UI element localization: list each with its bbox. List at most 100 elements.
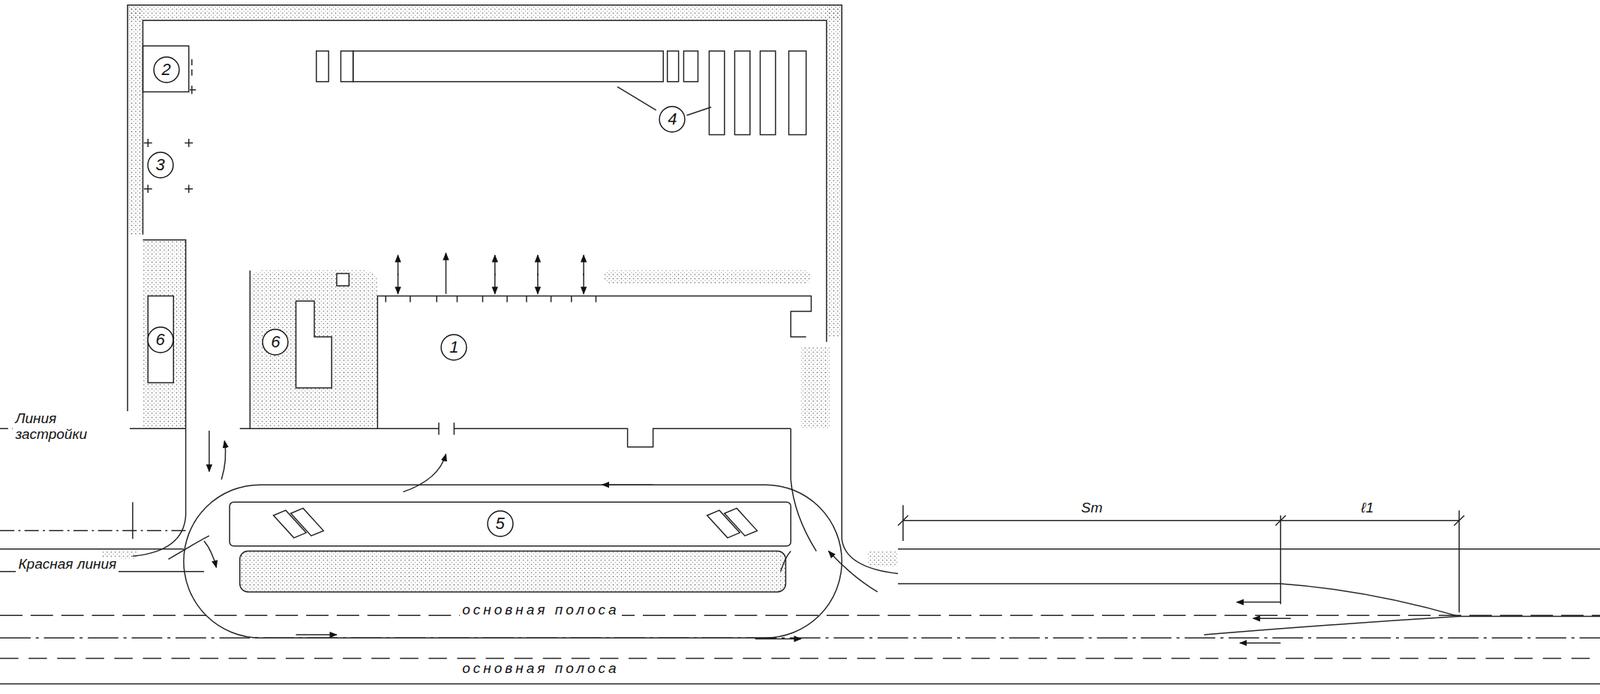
- parking-stalls: [340, 51, 353, 82]
- callout-number: 6: [155, 331, 165, 349]
- red-line: [132, 501, 904, 541]
- bus-symbol: [707, 507, 758, 538]
- greenery-band: [603, 270, 811, 284]
- greenery-band: [127, 5, 143, 235]
- service-building: [147, 273, 349, 388]
- station-building: [377, 295, 811, 429]
- dimension-line: [903, 519, 1459, 521]
- site-plan: [0, 5, 1600, 685]
- greenery-band: [249, 270, 378, 429]
- greenery-band: [867, 551, 898, 567]
- site-boundary: [790, 428, 817, 551]
- traffic-arrow: [1239, 642, 1281, 643]
- plan-label: основная полоса: [459, 602, 622, 619]
- callout-number: 4: [667, 111, 677, 128]
- parking-stalls: [789, 51, 807, 136]
- traffic-arrow: [296, 633, 337, 635]
- callout-circle: 3: [147, 151, 175, 179]
- callout-number: 2: [162, 61, 172, 79]
- parking-stalls: [316, 51, 329, 82]
- traffic-arrow: [828, 551, 878, 592]
- bus-symbol: [273, 507, 758, 538]
- street: [0, 548, 1600, 550]
- traffic-arrow: [755, 638, 802, 640]
- greenery-band: [801, 347, 830, 430]
- door-arrow: [397, 273, 399, 295]
- kiosk: [142, 45, 196, 94]
- kiosk: [142, 45, 189, 92]
- service-building: [336, 273, 349, 286]
- parking-stalls: [353, 51, 664, 82]
- parking-stalls: [759, 51, 775, 136]
- callout-number: 5: [495, 515, 505, 532]
- plan-label: Линия застройки: [12, 411, 130, 443]
- door-arrow: [582, 273, 584, 295]
- callout-number: 6: [270, 333, 280, 351]
- greenery-band: [127, 5, 842, 21]
- bus-loop: [183, 484, 842, 638]
- traffic-arrow: [1236, 601, 1281, 603]
- site-boundary: [240, 428, 792, 447]
- parking-stalls: [316, 51, 807, 136]
- parking-stalls: [734, 51, 750, 136]
- station-building: [438, 422, 454, 435]
- greenery-band: [826, 5, 842, 337]
- street: [0, 615, 1600, 616]
- kiosk: [189, 59, 196, 94]
- door-arrow: [582, 255, 584, 276]
- traffic-arrow: [780, 551, 792, 572]
- door-arrow: [494, 255, 496, 276]
- callout-number: 1: [449, 339, 459, 356]
- callout-circle: 6: [147, 326, 175, 354]
- circle-outline: [660, 106, 686, 133]
- service-building: [147, 295, 174, 383]
- circle-outline: [153, 57, 180, 83]
- door-arrow: [537, 255, 538, 276]
- site-boundary: [142, 240, 250, 430]
- traffic-arrow: [402, 453, 446, 492]
- street: [0, 683, 1600, 685]
- traffic-arrow: [221, 441, 226, 481]
- parking-stalls: [708, 51, 724, 136]
- door-arrow: [494, 273, 496, 295]
- dimension-line: [897, 515, 1465, 526]
- callout-circle: 4: [658, 105, 686, 133]
- plus-marks: [144, 138, 193, 193]
- callout-circle: 5: [486, 510, 514, 538]
- traffic-arrow: [168, 430, 1291, 643]
- street: [1203, 616, 1459, 635]
- bus-loop: [229, 501, 791, 546]
- site-boundary: [142, 20, 826, 342]
- greenery-band: [240, 551, 787, 592]
- traffic-arrow: [168, 535, 209, 559]
- callout-circle: 6: [261, 328, 289, 356]
- plan-label: ℓ1: [1358, 500, 1376, 517]
- circle-outline: [147, 152, 174, 178]
- door-arrow: [445, 252, 447, 294]
- circle-outline: [441, 334, 467, 361]
- callout-circle: 1: [440, 333, 468, 361]
- circle-outline: [262, 329, 289, 355]
- traffic-arrow: [602, 483, 654, 485]
- street: [0, 636, 1600, 638]
- red-line: [0, 530, 190, 532]
- traffic-arrow: [208, 430, 210, 472]
- street: [0, 657, 1600, 659]
- door-arrow: [398, 252, 585, 294]
- bus-loop: [183, 484, 842, 638]
- bus-symbol: [273, 507, 325, 538]
- parking-stalls: [683, 51, 698, 82]
- red-line: [0, 501, 904, 541]
- plus-marks: [144, 138, 193, 193]
- site-boundary: [132, 428, 187, 556]
- greenery-band: [102, 5, 898, 592]
- street: [0, 549, 1600, 685]
- callout-number: 3: [155, 156, 165, 174]
- traffic-arrow: [1252, 618, 1291, 619]
- dimension-line: [897, 510, 1465, 613]
- traffic-arrow: [204, 540, 217, 568]
- plan-label: Sт: [1078, 500, 1105, 517]
- bus-loop: [240, 551, 787, 592]
- station-building: [377, 295, 811, 435]
